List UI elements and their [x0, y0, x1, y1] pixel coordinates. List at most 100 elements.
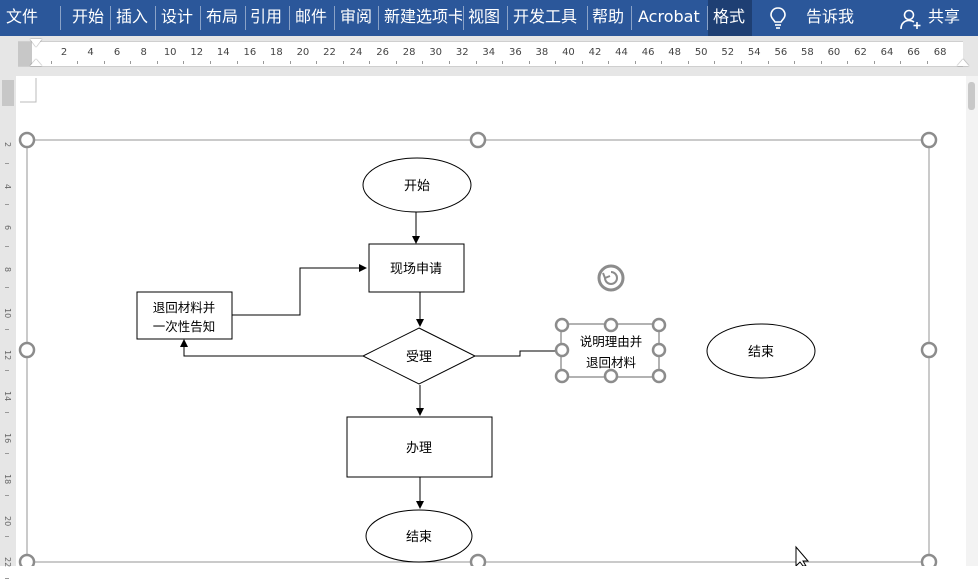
tab-separator	[289, 6, 290, 30]
canvas-resize-handle-w[interactable]	[18, 341, 36, 359]
vertical-scrollbar[interactable]	[966, 76, 978, 566]
explain-resize-handle-nw[interactable]	[554, 317, 570, 333]
ruler-tick	[873, 61, 875, 64]
end-ellipse-main[interactable]	[365, 509, 473, 563]
ruler-number: 10	[163, 47, 177, 58]
ruler-tick	[608, 61, 610, 64]
accept-diamond[interactable]	[361, 327, 477, 385]
ruler-number: 54	[747, 47, 761, 58]
ruler-number: 30	[429, 47, 443, 58]
rotate-handle-icon[interactable]	[597, 264, 625, 292]
ruler-tick	[926, 61, 928, 64]
vertical-ruler-tick	[5, 494, 9, 496]
flowchart-drawing-canvas[interactable]: 开始 现场申请 退回材料并 一次性告知 受理 办理 结束 结束 说明理由并 退回…	[16, 76, 966, 571]
accept-label: 受理	[406, 350, 432, 365]
tab-design[interactable]: 设计	[161, 7, 194, 26]
canvas-resize-handle-s[interactable]	[469, 553, 487, 571]
tab-format[interactable]: 格式	[708, 0, 752, 36]
tab-layout[interactable]: 布局	[206, 7, 239, 26]
tab-separator	[587, 6, 588, 30]
tab-separator	[200, 6, 201, 30]
canvas-resize-handle-se[interactable]	[920, 553, 938, 571]
vertical-ruler-number: 12	[3, 349, 12, 360]
canvas-resize-handle-nw[interactable]	[18, 131, 36, 149]
tab-separator	[507, 6, 508, 30]
ruler-number: 60	[827, 47, 841, 58]
tab-references[interactable]: 引用	[250, 7, 283, 26]
tab-home[interactable]: 开始	[72, 7, 105, 26]
arrow-accept-to-return	[180, 339, 363, 357]
explain-resize-handle-ne[interactable]	[651, 317, 667, 333]
tab-separator	[245, 6, 246, 30]
ribbon-bar: 文件 开始 插入 设计 布局 引用 邮件 审阅 新建选项卡 视图 开发工具 帮助…	[0, 0, 978, 36]
vertical-ruler-tick	[5, 162, 9, 164]
explain-resize-handle-se[interactable]	[651, 368, 667, 384]
tab-acrobat[interactable]: Acrobat	[638, 7, 700, 26]
explain-box[interactable]	[560, 323, 660, 378]
tab-separator	[334, 6, 335, 30]
end-ellipse-side[interactable]	[706, 323, 816, 379]
ruler-number: 26	[376, 47, 389, 58]
ruler-number: 8	[140, 47, 147, 58]
ruler-number: 44	[615, 47, 628, 58]
canvas-resize-handle-ne[interactable]	[920, 131, 938, 149]
ruler-tick	[50, 61, 52, 64]
mouse-pointer-icon	[795, 545, 810, 568]
first-line-indent-marker[interactable]	[30, 39, 42, 47]
tab-file[interactable]: 文件	[6, 7, 39, 26]
tab-separator	[463, 6, 464, 30]
vertical-ruler-margin	[2, 80, 14, 106]
explain-resize-handle-s[interactable]	[603, 368, 619, 384]
lightbulb-icon[interactable]	[768, 6, 788, 30]
ruler-number: 6	[113, 47, 121, 58]
ruler-number: 62	[854, 47, 867, 58]
explain-resize-handle-n[interactable]	[603, 317, 619, 333]
explain-resize-handle-w[interactable]	[554, 342, 570, 358]
canvas-resize-handle-e[interactable]	[920, 341, 938, 359]
tab-insert[interactable]: 插入	[116, 7, 149, 26]
vertical-ruler-number: 16	[3, 432, 12, 443]
hanging-indent-marker[interactable]	[30, 59, 42, 66]
explain-label-line1: 说明理由并	[580, 334, 643, 349]
ruler-number: 46	[641, 47, 655, 58]
vertical-ruler-tick	[5, 245, 9, 247]
share-button[interactable]: 共享	[928, 7, 961, 26]
tab-new-tab[interactable]: 新建选项卡	[384, 7, 462, 26]
ruler-number: 34	[482, 47, 496, 58]
tab-review[interactable]: 审阅	[340, 7, 373, 26]
vertical-ruler-tick	[5, 370, 9, 372]
ruler-tick	[130, 61, 132, 64]
apply-label: 现场申请	[390, 262, 442, 277]
document-page[interactable]: 开始 现场申请 退回材料并 一次性告知 受理 办理 结束 结束 说明理由并 退回…	[16, 76, 966, 571]
scrollbar-thumb[interactable]	[968, 82, 975, 110]
ruler-tick	[156, 61, 158, 64]
ruler-number: 4	[87, 47, 94, 58]
canvas-resize-handle-n[interactable]	[469, 131, 487, 149]
vertical-ruler-number: 20	[3, 515, 12, 526]
start-ellipse[interactable]	[362, 157, 472, 213]
ruler-tick	[263, 61, 265, 64]
tell-me-search[interactable]: 告诉我	[806, 7, 855, 26]
explain-label-line2: 退回材料	[586, 355, 637, 370]
explain-resize-handle-e[interactable]	[651, 342, 667, 358]
ruler-number: 66	[907, 47, 920, 58]
tab-view[interactable]: 视图	[468, 7, 501, 26]
share-user-icon[interactable]	[900, 8, 922, 30]
apply-box[interactable]	[368, 243, 465, 293]
tab-separator	[110, 6, 111, 30]
explain-resize-handle-sw[interactable]	[554, 368, 570, 384]
process-box[interactable]	[346, 416, 493, 478]
ruler-number: 20	[296, 47, 310, 58]
ruler-number: 42	[588, 47, 602, 58]
tab-help[interactable]: 帮助	[592, 7, 625, 26]
tab-developer[interactable]: 开发工具	[513, 7, 578, 26]
return-materials-box[interactable]	[136, 291, 233, 340]
tab-mailings[interactable]: 邮件	[295, 7, 328, 26]
canvas-resize-handle-sw[interactable]	[18, 553, 36, 571]
tab-separator	[155, 6, 156, 30]
right-indent-marker[interactable]	[957, 59, 969, 66]
ruler-tick	[687, 61, 689, 64]
